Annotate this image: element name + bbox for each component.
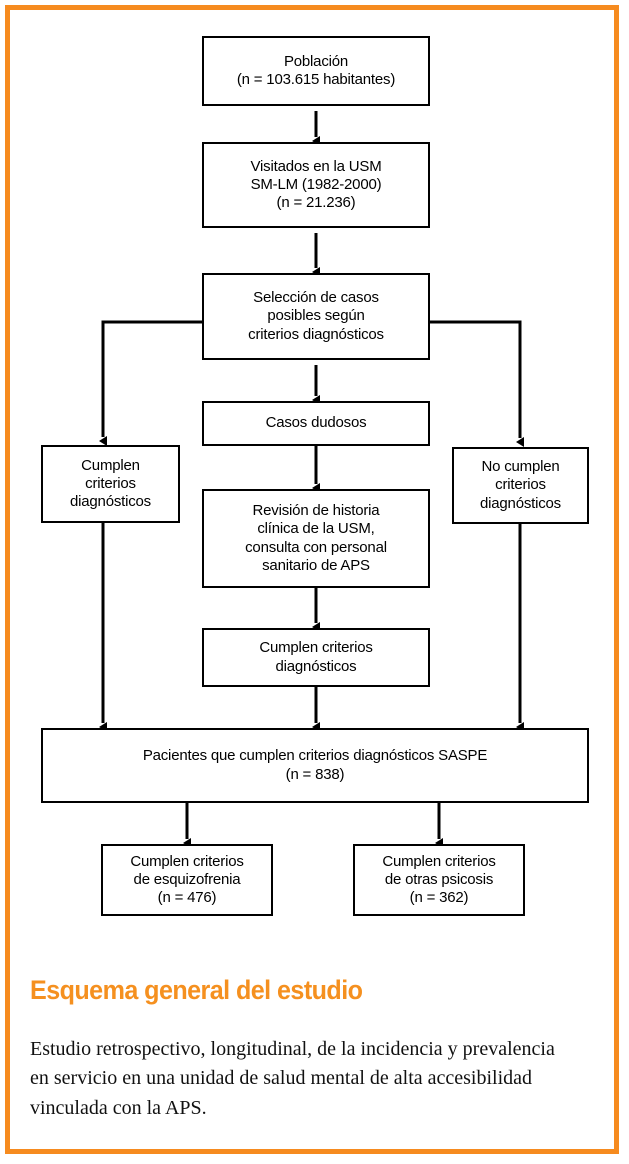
node-casos-dudosos: Casos dudosos bbox=[202, 401, 430, 446]
node-seleccion-casos: Selección de casos posibles según criter… bbox=[202, 273, 430, 360]
figure-caption-title: Esquema general del estudio bbox=[30, 975, 363, 1005]
node-poblacion: Población (n = 103.615 habitantes) bbox=[202, 36, 430, 106]
figure-caption-body: Estudio retrospectivo, longitudinal, de … bbox=[30, 1038, 555, 1119]
edge-seleccion-cumplenizq bbox=[99, 320, 202, 446]
node-revision-historia: Revisión de historia clínica de la USM, … bbox=[202, 489, 430, 588]
node-cumplen-criterios-centro: Cumplen criterios diagnósticos bbox=[202, 628, 430, 687]
node-cumplen-otras-psicosis: Cumplen criterios de otras psicosis (n =… bbox=[353, 844, 525, 916]
edge-seleccion-nocumplender bbox=[430, 320, 524, 447]
node-visitados-usm: Visitados en la USM SM-LM (1982-2000) (n… bbox=[202, 142, 430, 228]
node-cumplen-esquizofrenia: Cumplen criterios de esquizofrenia (n = … bbox=[101, 844, 273, 916]
node-no-cumplen-criterios-derecha: No cumplen criterios diagnósticos bbox=[452, 447, 589, 524]
node-cumplen-criterios-izquierda: Cumplen criterios diagnósticos bbox=[41, 445, 180, 523]
node-pacientes-saspe: Pacientes que cumplen criterios diagnóst… bbox=[41, 728, 589, 803]
